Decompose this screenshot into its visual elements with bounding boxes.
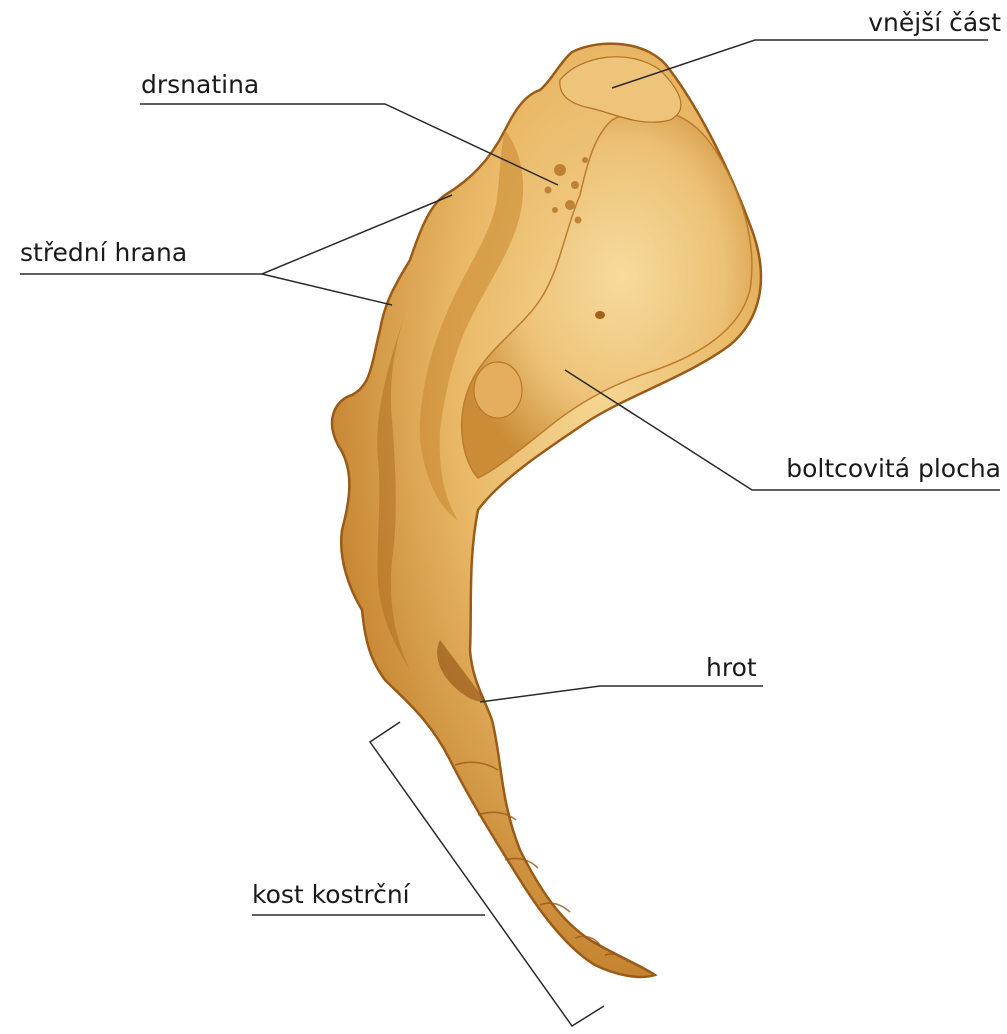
leader-apex bbox=[480, 686, 763, 702]
label-median-crest: střední hrana bbox=[20, 238, 187, 268]
label-tuberosity: drsnatina bbox=[141, 70, 259, 100]
label-coccyx: kost kostrční bbox=[252, 880, 410, 910]
leader-median-crest-2 bbox=[262, 274, 392, 305]
surface-bump bbox=[474, 362, 522, 418]
label-outer-part: vnější část bbox=[868, 8, 1001, 38]
label-auricular-surface: boltcovitá plocha bbox=[786, 454, 1001, 484]
surface-foramen bbox=[595, 311, 605, 319]
label-apex: hrot bbox=[706, 653, 757, 683]
